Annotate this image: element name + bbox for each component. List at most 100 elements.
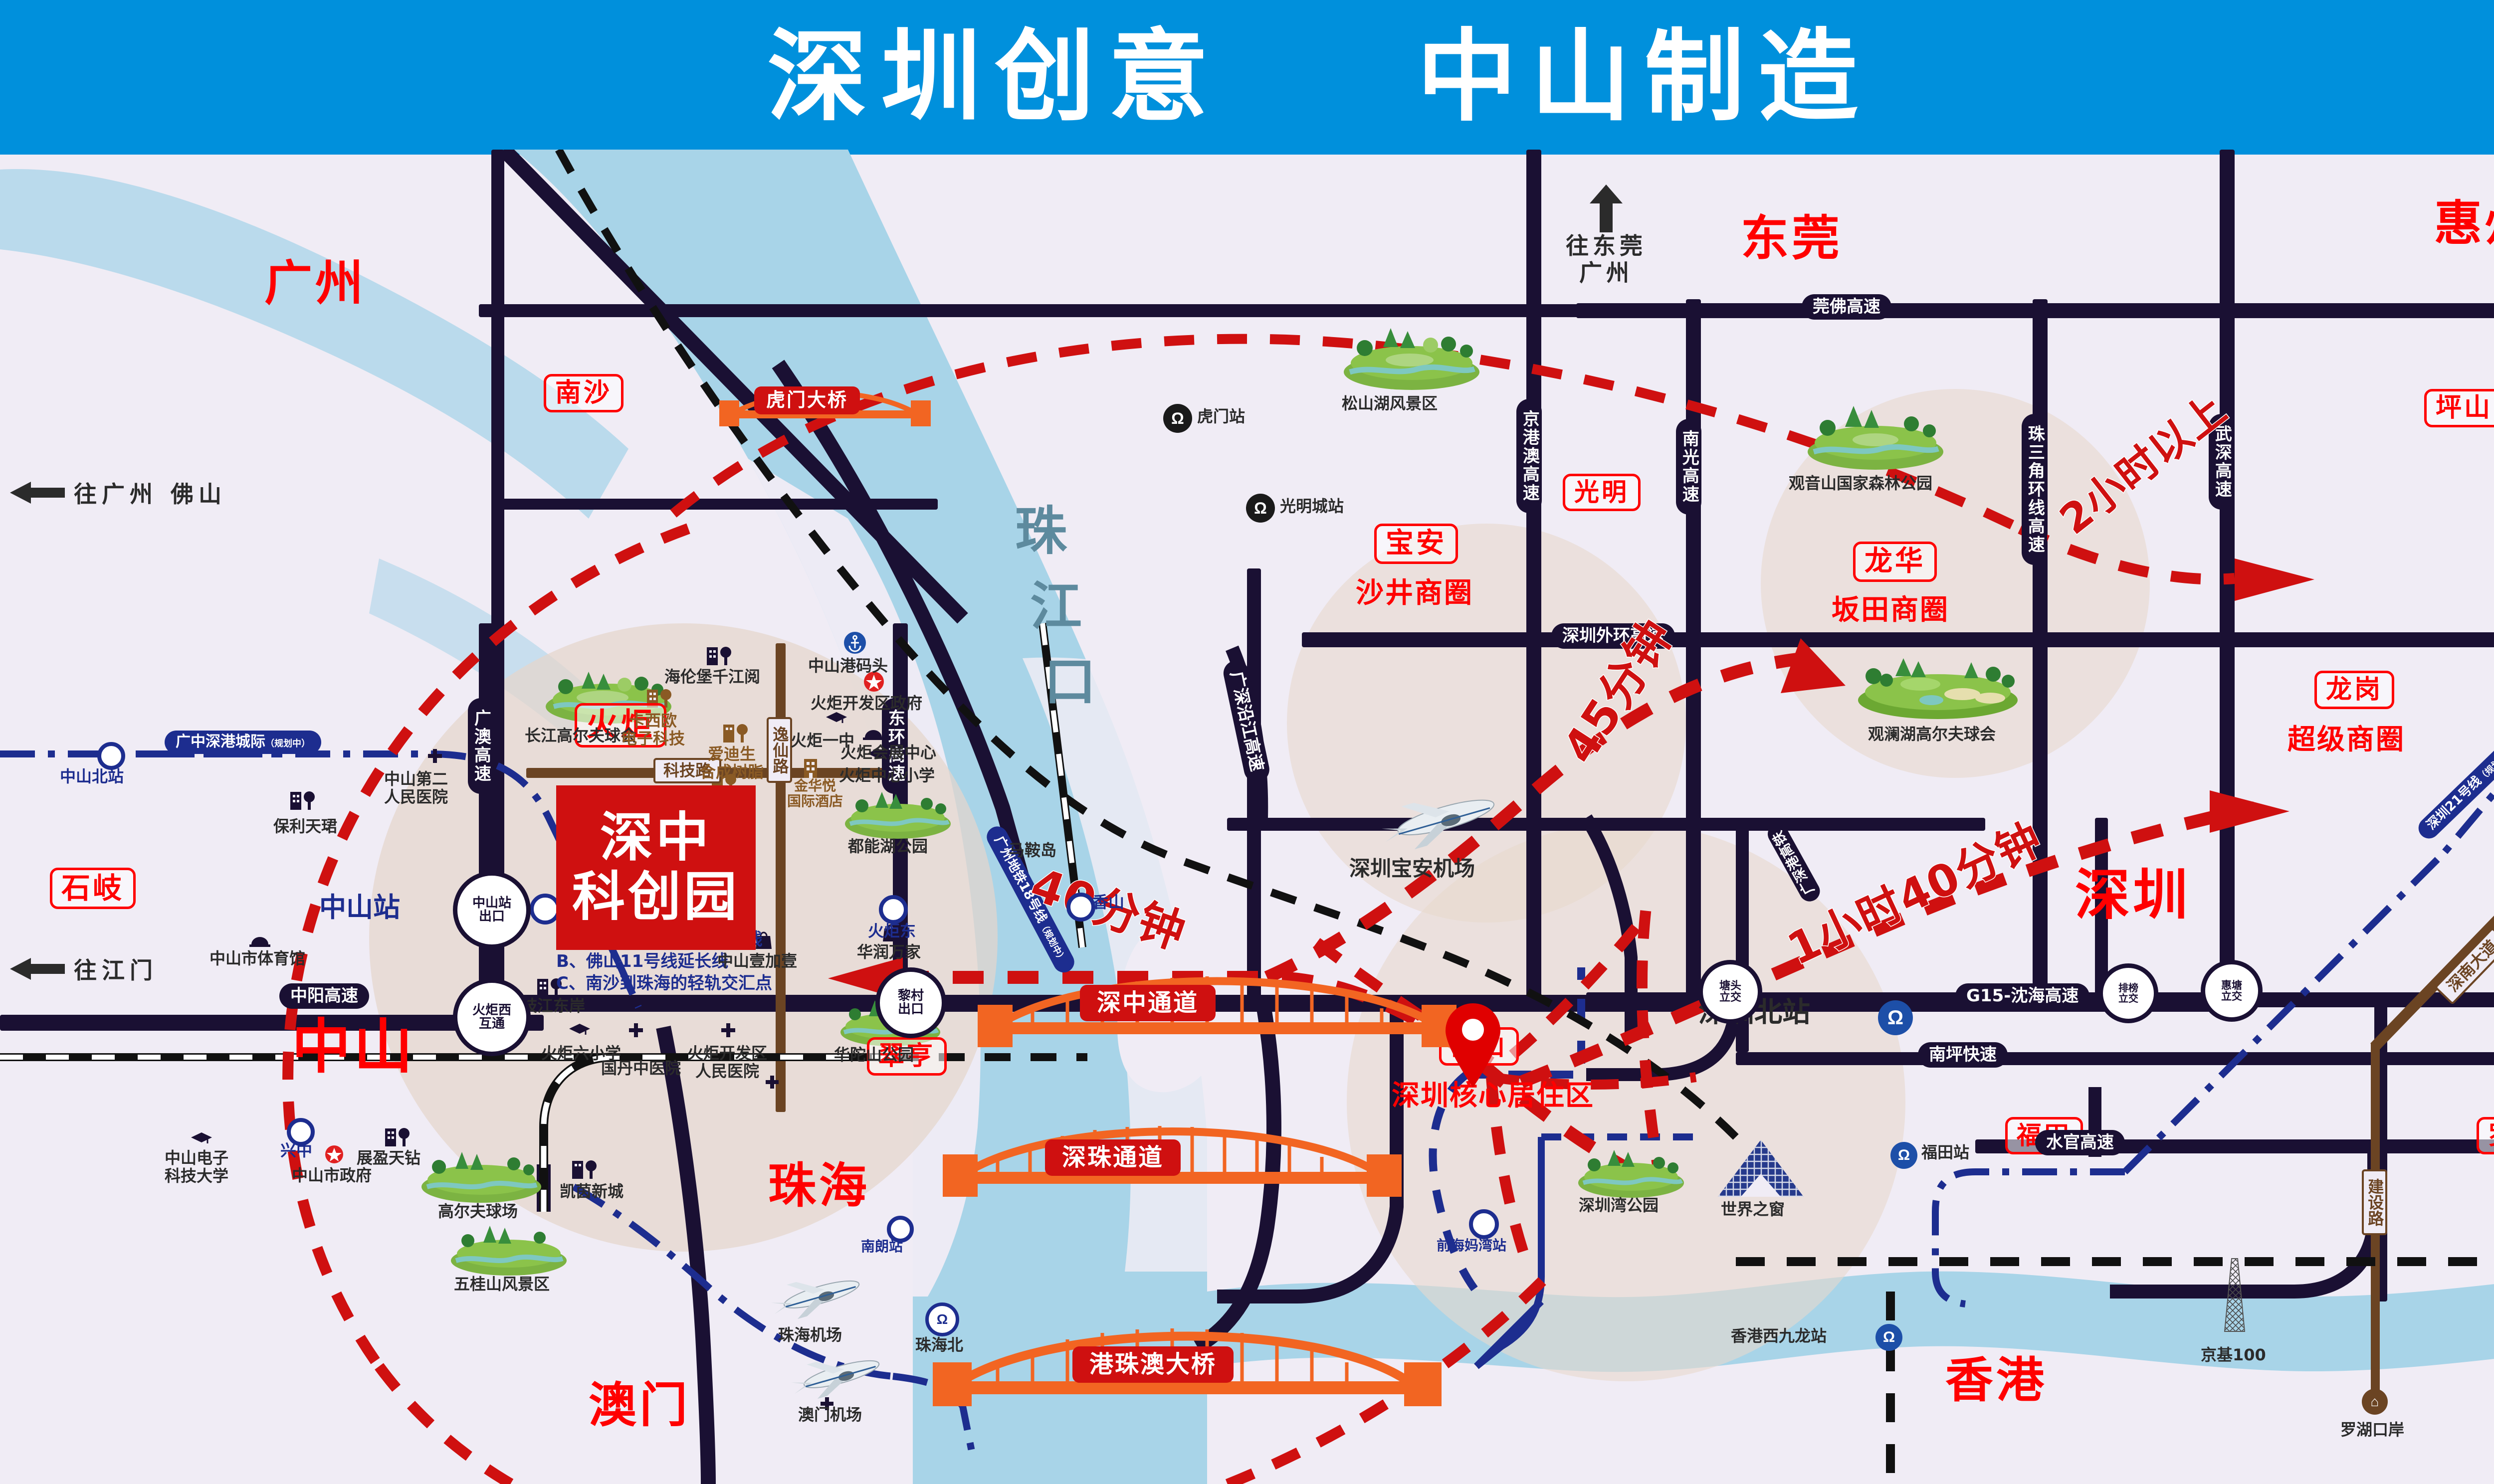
bridge-label-shenzhu: 深珠通道	[1045, 1139, 1181, 1176]
direction-arrow-label-line1: 往东莞	[1566, 232, 1647, 259]
interchange-zhongshan-exit[interactable]: 中山站 出口	[453, 871, 531, 949]
highway-label-wushen: 武深高速	[2209, 414, 2235, 510]
water-label-char1: 珠	[1015, 501, 1067, 561]
city-label-dongguan: 东莞	[1741, 210, 1843, 266]
poi-label-qianhai-mawan-station: 前海妈湾站	[1437, 1237, 1507, 1254]
water-label-char3: 口	[1044, 651, 1096, 712]
interchange-label-line1: 火炬西	[472, 1002, 511, 1018]
highway-label-guanfo: 莞佛高速	[1802, 294, 1891, 320]
poi-label-casio-electronics: 卡西欧 电子科技	[621, 711, 685, 748]
district-tag-longgang[interactable]: 龙岗	[2314, 671, 2395, 709]
district-tag-pingshan[interactable]: 坪山	[2424, 389, 2494, 427]
district-tag-torch[interactable]: 火炬	[575, 703, 666, 748]
poi-label-guanyinshan-forest-park: 观音山国家森林公园	[1789, 474, 1933, 493]
bridge-shenzhong	[968, 962, 1466, 1047]
district-subtitle-core-residential: 深圳核心居住区	[1392, 1080, 1594, 1112]
poi-label-huatuoshan-park: 华陀山公园	[834, 1045, 914, 1064]
train-station-icon-shenzhen-north: Ω	[1878, 1000, 1913, 1035]
scenery-songshanhu	[1344, 328, 1479, 390]
interchange-paibang[interactable]: 排榜 立交	[2098, 963, 2158, 1023]
poi-label-shenzhen-baoan-airport: 深圳宝安机场	[1349, 856, 1475, 881]
district-tag-luohu[interactable]: 罗湖	[2477, 1117, 2494, 1154]
hospital-icon-zhongshan-3rd	[763, 1075, 781, 1095]
poi-label-zhongshan-electronics-univ: 中山电子 科技大学	[165, 1148, 229, 1185]
metro-dot-xingzhong	[287, 1118, 315, 1146]
poi-label-helenbao-qianjiangyue: 海伦堡千江阅	[664, 667, 761, 686]
metro-dot-torch-east	[879, 895, 908, 924]
highway-label-shenzhen-waihuan: 深圳外环高速	[1551, 623, 1675, 649]
hospital-icon-bottom	[818, 1396, 836, 1417]
poi-label-golf-course: 高尔夫球场	[438, 1202, 518, 1221]
district-tag-baoan[interactable]: 宝安	[1374, 524, 1458, 564]
left-arrow-icon	[10, 958, 65, 980]
highway-label-donghuan: 东环高速	[882, 698, 908, 794]
main-marker-line2: 科创园	[572, 866, 740, 928]
road-v-jinggangao	[1526, 150, 1541, 1007]
poi-label-zhongshan-1plus1: 中山壹加壹	[717, 951, 798, 970]
poi-label-kk100: 京基100	[2201, 1345, 2266, 1364]
residence-icon-kaiyin-new-town	[571, 1157, 601, 1183]
industry-icon-edison-resin	[722, 721, 752, 747]
road-h-nanping	[1736, 1052, 2494, 1065]
interchange-licun-exit[interactable]: 黎村 出口	[875, 967, 946, 1038]
highway-label-g15-shenhai: G15-沈海高速	[1955, 983, 2090, 1009]
interchange-torch-west[interactable]: 火炬西 互通	[453, 978, 531, 1056]
residence-icon-helenbao	[706, 643, 736, 670]
district-tag-shiqi[interactable]: 石岐	[50, 868, 136, 909]
interchange-label-line1: 黎村	[897, 988, 924, 1003]
interchange-label-line1: 排榜	[2118, 982, 2138, 994]
interchange-tangtou[interactable]: 塘头 立交	[1698, 960, 1762, 1024]
road-label-jianshe-lu: 建设路	[2362, 1169, 2388, 1235]
interchange-label-line2: 立交	[1719, 991, 1741, 1004]
poi-label-hk-west-kowloon-station: 香港西九龙站	[1731, 1326, 1827, 1345]
highway-label-shuiguan: 水官高速	[2035, 1130, 2125, 1156]
residence-icon-baoli-tianjun	[289, 788, 319, 814]
left-arrow-icon	[10, 482, 65, 504]
hospital-icon-guodan	[626, 1022, 646, 1045]
header-banner: 深圳创意 中山制造	[0, 0, 2494, 155]
bridge-label-humen: 虎门大桥	[754, 386, 860, 414]
poi-label-edison-synthetic-resin: 爱迪生 合成树脂	[700, 744, 764, 781]
poi-label-baoli-tianjun: 保利天珺	[273, 817, 338, 836]
poi-label-zhongshan-north-station: 中山北站	[60, 767, 124, 786]
road-diagonals	[498, 150, 2381, 1484]
district-tag-cuiheng[interactable]: 翠亨	[867, 1037, 947, 1076]
poi-label-songshanhu-scenic: 松山湖风景区	[1342, 394, 1438, 413]
poi-label-xiangshan-metro: 香山	[1092, 893, 1125, 912]
poi-label-torch-east-metro: 火炬东	[868, 922, 916, 940]
interchange-label-line2: 出口	[478, 909, 505, 924]
shopping-icon-crv-vanguard	[882, 923, 900, 945]
venue-icon-zhongshan-gymnasium	[249, 932, 270, 950]
district-tag-nansha[interactable]: 南沙	[544, 374, 624, 412]
road-h-waihuan	[1302, 632, 2494, 647]
poi-label-maan-island: 马鞍岛	[1009, 841, 1057, 860]
poi-label-macau-airport: 澳门机场	[798, 1405, 862, 1424]
poi-label-changjiang-golf-club: 长江高尔夫球会	[525, 726, 637, 745]
metro-note-c: C、南沙到珠海的轻轨交汇点	[556, 973, 772, 994]
banner-title: 深圳创意 中山制造	[767, 19, 1872, 135]
poi-label-window-of-the-world: 世界之窗	[1721, 1200, 1785, 1219]
train-station-icon-guangmingcheng: Ω	[1246, 494, 1275, 523]
airplane-icon-macau	[791, 1360, 880, 1399]
highway-label-guangao: 广澳高速	[468, 698, 494, 794]
interchange-huitang[interactable]: 惠塘 立交	[2201, 960, 2263, 1022]
poi-label-dunenghu-park: 都能湖公园	[848, 837, 928, 856]
poi-label-zhongshan-municipal-gov: 中山市政府	[292, 1166, 372, 1185]
rail-corridor-nanshan	[1429, 967, 1585, 1294]
water-label-char2: 江	[1030, 575, 1082, 637]
poi-label-torch-peoples-hospital: 火炬开发区 人民医院	[687, 1044, 768, 1081]
city-label-zhuhai: 珠海	[768, 1158, 870, 1214]
road-v-nanguang	[1686, 299, 1701, 1007]
poi-label-guangmingcheng-station: 光明城站	[1280, 497, 1344, 516]
school-icon-torch-no1-middle	[826, 711, 847, 730]
poi-label-shenzhen-bay-park: 深圳湾公园	[1579, 1196, 1659, 1215]
district-subtitle-bantian: 坂田商圈	[1832, 594, 1949, 626]
direction-arrow-label: 往广州 佛山	[74, 481, 227, 508]
landmark-icon-kk100	[2224, 1258, 2246, 1332]
road-v-guangao	[479, 623, 494, 1037]
poi-label-zhuhai-airport: 珠海机场	[778, 1325, 842, 1344]
district-tag-longhua[interactable]: 龙华	[1853, 542, 1937, 582]
interchange-label-line2: 立交	[2221, 990, 2242, 1002]
main-marker-shenzhong-park[interactable]: 深中 科创园	[556, 785, 756, 950]
district-tag-guangming[interactable]: 光明	[1563, 474, 1641, 511]
